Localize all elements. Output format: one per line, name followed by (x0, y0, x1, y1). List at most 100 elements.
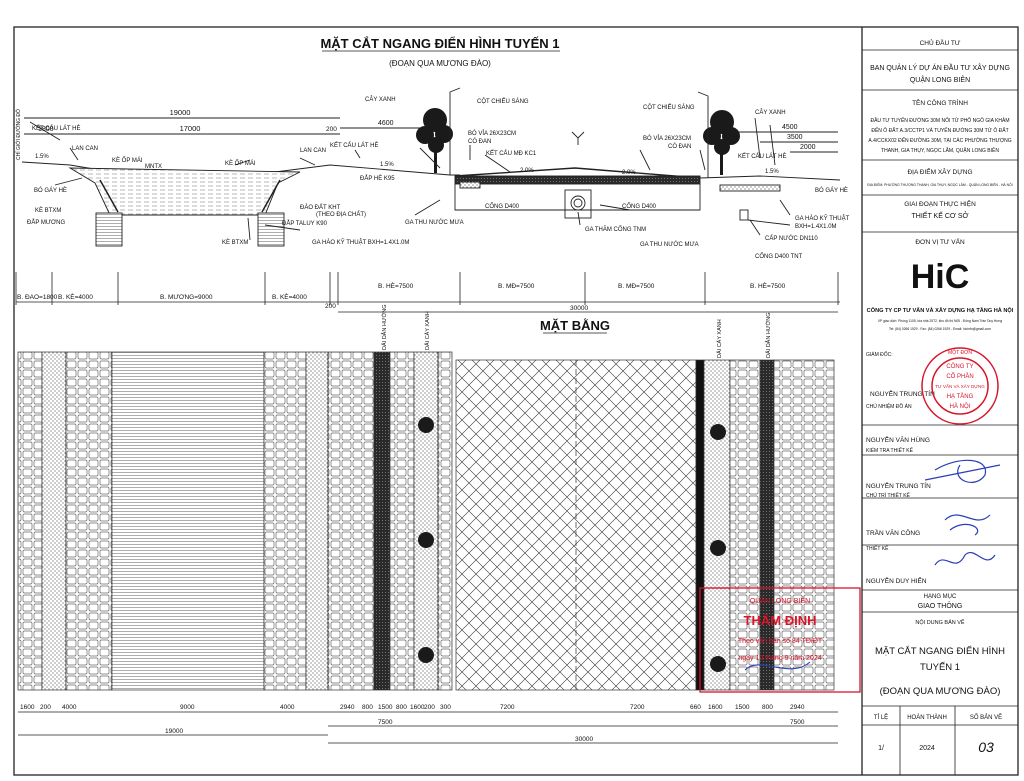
label-ke-btxm: KÈ BTXM (35, 207, 61, 214)
tb-hoan-thanh-label: HOÀN THÀNH (907, 714, 947, 721)
label-cong-d400-l: CỐNG D400 (485, 203, 520, 210)
label-ke-op-mai: KÈ ỐP MÁI (112, 157, 143, 164)
tb-kiem-tra-label: KIỂM TRA THIẾT KẾ (866, 447, 914, 454)
tb-ti-le-label: TỈ LỆ (874, 713, 888, 721)
seal-line2: CÔNG TY (946, 363, 973, 370)
bottom-dim-value: 200 (40, 704, 51, 711)
bottom-dim-value: 2940 (790, 704, 805, 711)
drawing-title: MẶT CẮT NGANG ĐIỂN HÌNH TUYẾN 1 (320, 36, 559, 51)
tree-icon (416, 108, 453, 173)
dim-2000: 2000 (800, 144, 816, 151)
label-dap-muong: ĐẮP MƯƠNG (27, 218, 65, 226)
bottom-dim-value: 800 (396, 704, 407, 711)
label-ket-cau-md: KẾT CẤU MĐ KC1 (486, 150, 537, 157)
dim-200: 200 (326, 126, 337, 133)
label-slope-r: 1.5% (765, 169, 779, 175)
label-slope-left: 1.5% (35, 154, 49, 160)
street-lamp-icon (449, 87, 461, 175)
label-lan-can: LAN CAN (72, 146, 98, 152)
tree-icon (710, 424, 726, 440)
tb-giam-doc-label: GIÁM ĐỐC: (866, 351, 893, 358)
bottom-dim-value: 4000 (62, 704, 77, 711)
band-total: 30000 (570, 305, 588, 312)
label-cot-chieu-sang-r: CỘT CHIẾU SÁNG (643, 104, 695, 111)
approval-line2: THẨM ĐỊNH (744, 613, 817, 628)
tb-phone: Tel: (84) 0266 1929 - Fax: (84) 0266 192… (889, 327, 991, 331)
tb-chu-tri: TRẦN VĂN CÔNG (866, 527, 920, 537)
label-mntx: MNTX (145, 164, 162, 170)
tree-icon (710, 656, 726, 672)
label-ke-cau-lat-he-rr: KẾT CẤU LÁT HÈ (738, 153, 786, 160)
plan-dai-dan-huong-l: DẢI DẪN HƯỚNG (381, 305, 388, 350)
tb-ti-le: 1/ (878, 745, 884, 752)
tree-icon (418, 532, 434, 548)
dim-4600: 4600 (378, 120, 394, 127)
label-crossfall-r: 2.0% (622, 170, 636, 176)
tb-don-vi-label: ĐƠN VỊ TƯ VẤN (915, 236, 965, 246)
bottom-dim-value: 1600 (410, 704, 425, 711)
label-dap-he: ĐẮP HÈ K95 (360, 174, 395, 182)
tree-icon (710, 540, 726, 556)
tb-dia-diem-label: ĐỊA ĐIỂM XÂY DỰNG (907, 167, 972, 176)
label-bo-gay-he-r: BÓ GÁY HÈ (815, 187, 848, 194)
plan-title: MẶT BẰNG (540, 318, 610, 333)
tree-icon (418, 417, 434, 433)
band-b-md1: B. MĐ=7500 (498, 283, 535, 290)
company-logo: HiC (911, 258, 970, 296)
tb-so-ban-ve: 03 (978, 739, 994, 755)
bottom-dim-value: 300 (440, 704, 451, 711)
bottom-dim-value: 660 (690, 704, 701, 711)
label-ga-thu-right: GA THU NƯỚC MƯA (640, 241, 699, 248)
label-crossfall-l: 2.0% (520, 168, 534, 174)
bottom-dim-value: 1600 (708, 704, 723, 711)
bottom-dim-value: 2940 (340, 704, 355, 711)
signatures (924, 459, 1001, 566)
tree-icon (418, 647, 434, 663)
signature-kiem-tra (924, 459, 1001, 483)
seal-line1: MỘT ĐƠN (948, 349, 972, 356)
label-cot-chieu-sang: CỘT CHIẾU SÁNG (477, 98, 529, 105)
band-b-he2: B. HÈ=7500 (750, 281, 786, 290)
band-b-ke2: B. KÈ=4000 (272, 292, 307, 301)
seal-line4: TƯ VẤN VÀ XÂY DỰNG (935, 383, 985, 389)
chi-gioi-label: CHỈ GIỚI ĐƯỜNG ĐỎ (15, 109, 22, 160)
bottom-dim-value: 200 (424, 704, 435, 711)
seal-line3: CỔ PHẦN (946, 373, 973, 380)
tb-noi-dung-label: NỘI DUNG BẢN VẼ (915, 619, 965, 626)
label-cong-tnt: CỐNG D400 TNT (755, 253, 803, 260)
label-cong-d400-r: CỐNG D400 (622, 203, 657, 210)
label-theo-dia-chat: (THEO ĐỊA CHẤT) (316, 211, 366, 218)
width-band (15, 272, 840, 313)
tb-giam-doc: NGUYỄN TRUNG TÍN (870, 389, 935, 398)
plan-trees (418, 417, 726, 672)
street-lamp-icon (697, 91, 709, 178)
band-200: 200 (325, 303, 336, 310)
label-ga-tham: GA THĂM CỐNG TNM (585, 226, 646, 233)
signature-chu-tri (944, 514, 991, 536)
band-b-muong: B. MƯƠNG=9000 (160, 294, 213, 301)
label-ke-op-mai-r: KÈ ỐP MÁI (225, 160, 256, 167)
bottom-dim-value: 9000 (180, 704, 195, 711)
tb-giai-doan: THIẾT KẾ CƠ SỞ (912, 210, 969, 220)
bottom-dim-value: 7200 (630, 704, 645, 711)
bottom-dim-value: 1600 (20, 704, 35, 711)
tb-address: VP giao dịch: Phòng 1105, tòa nhà 25T2, … (878, 319, 1002, 323)
seal-line6: HÀ NỘI (950, 403, 971, 410)
dim-total: 30000 (575, 736, 593, 743)
approval-line4: ngày 10 tháng 9 năm 2024 (738, 655, 821, 662)
label-co-dan: CÓ ĐAN (468, 138, 491, 145)
tb-chu-nhiem-label: CHỦ NHIỆM ĐỒ ÁN (866, 402, 912, 410)
tree-icon (703, 110, 740, 175)
band-b-he1: B. HÈ=7500 (378, 281, 414, 290)
tb-hoan-thanh: 2024 (919, 745, 935, 752)
tb-so-ban-ve-label: SỐ BẢN VẼ (970, 714, 1002, 721)
tb-noi-dung-1: MẶT CẮT NGANG ĐIỂN HÌNH (875, 645, 1005, 657)
label-ga-ky-thuat-r2: BXH=1.4X1.0M (795, 224, 837, 230)
label-dap-taluy: ĐẮP TALUY K90 (282, 219, 328, 227)
plan-dai-cay-xanh-l: DẢI CÂY XANH (424, 311, 431, 350)
tb-ten-ct-3: A.4/CCKX02 ĐẾN ĐƯỜNG 30M, TẠI CÁC PHƯỜNG… (868, 137, 1011, 144)
approval-stamp: QUẬN LONG BIÊN THẨM ĐỊNH Theo văn bản số… (699, 587, 861, 693)
label-ke-cau-lat-he: KẾT CẤU LÁT HÈ (32, 125, 80, 132)
tb-kiem-tra: NGUYỄN TRUNG TÍN (866, 481, 931, 490)
